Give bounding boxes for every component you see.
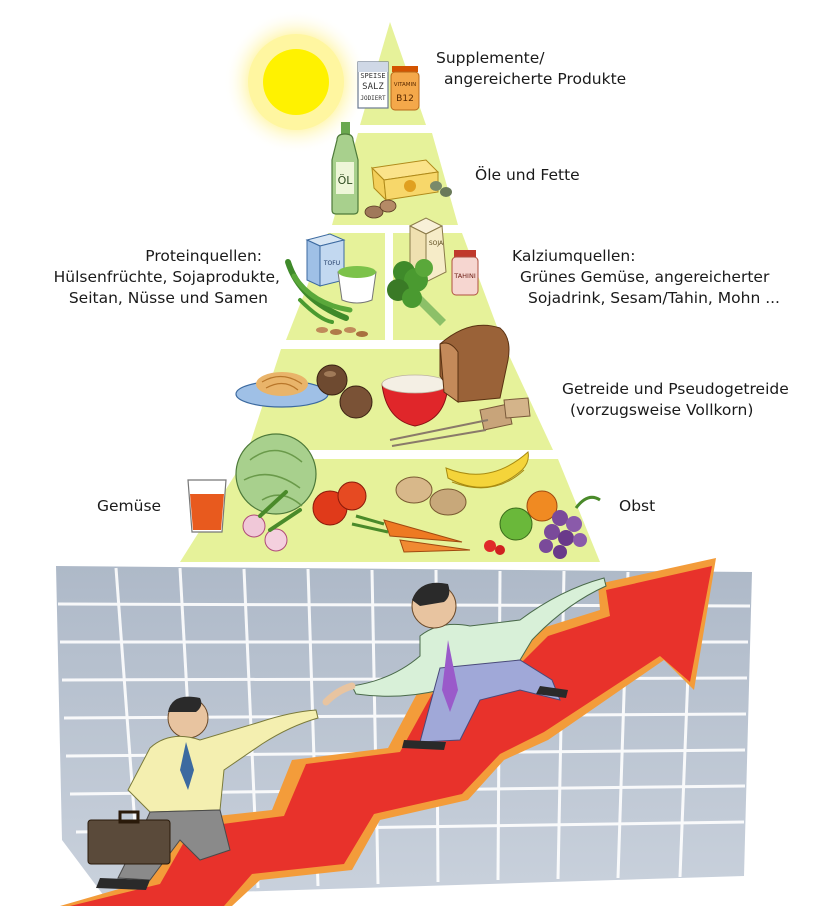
grapes-icon [539, 495, 601, 559]
radishes-icon [242, 490, 302, 552]
bread-loaf-icon [439, 324, 510, 403]
label-protein-line-1: Proteinquellen: [145, 247, 262, 265]
oil-bottle-text: ÖL [338, 174, 354, 187]
nuts-icon [364, 181, 452, 219]
legumes-icon [316, 327, 368, 337]
label-grains-line-2: (vorzugsweise Vollkorn) [570, 401, 754, 419]
label-supplements: Supplemente/ angereicherte Produkte [436, 48, 626, 90]
tahini-jar-icon: TAHINI [451, 250, 479, 296]
label-calcium: Kalziumquellen: Grünes Gemüse, angereich… [512, 246, 780, 309]
tier-protein [286, 233, 385, 340]
tofu-box-text: TOFU [323, 260, 340, 267]
label-vegetables-line-1: Gemüse [97, 497, 162, 515]
label-calcium-line-3: Sojadrink, Sesam/Tahin, Mohn ... [528, 289, 780, 307]
soy-carton-text: SOJA [429, 240, 444, 247]
label-protein-line-2: Hülsenfrüchte, Sojaprodukte, [53, 268, 280, 286]
cabbage-icon [235, 433, 317, 515]
juice-glass-icon [187, 479, 227, 533]
chestnuts-icon [316, 364, 373, 419]
potatoes-icon [395, 476, 467, 516]
margarine-tub-icon [370, 159, 440, 202]
tomatoes-icon [312, 481, 367, 526]
label-grains: Getreide und Pseudogetreide (vorzugsweis… [562, 379, 789, 421]
rising-arrow [60, 558, 716, 906]
orange-apple-icon [484, 490, 558, 555]
label-protein: Proteinquellen: Hülsenfrüchte, Sojaprodu… [18, 246, 280, 309]
label-protein-line-3: Seitan, Nüsse und Samen [68, 289, 268, 307]
salt-box-text-3: JODIERT [360, 95, 386, 102]
broccoli-icon [387, 259, 446, 326]
carrots-icon [351, 514, 471, 553]
vitamin-jar-text-2: B12 [396, 94, 414, 104]
vitamin-jar-text-1: VITAMIN [394, 82, 417, 88]
businessman-upper [322, 577, 607, 750]
bananas-icon [445, 451, 529, 489]
label-fruit-line-1: Obst [619, 497, 656, 515]
salt-box-text-1: SPEISE [360, 72, 385, 80]
label-oils: Öle und Fette [475, 165, 580, 186]
salt-box-icon: SPEISE SALZ JODIERT [357, 61, 389, 109]
label-grains-line-1: Getreide und Pseudogetreide [562, 380, 789, 398]
label-vegetables: Gemüse [97, 496, 161, 517]
salt-box-text-2: SALZ [362, 82, 384, 92]
peas-bowl-icon [337, 266, 377, 304]
tahini-jar-text: TAHINI [453, 272, 476, 280]
green-beans-icon [285, 259, 353, 324]
spaghetti-plate-icon [235, 372, 329, 408]
businessman-lower [87, 696, 319, 890]
sun [224, 10, 368, 154]
label-oils-line-1: Öle und Fette [475, 166, 580, 184]
label-calcium-line-2: Grünes Gemüse, angereicherter [520, 268, 770, 286]
label-fruit: Obst [619, 496, 655, 517]
crackers-icon [389, 397, 531, 447]
rice-bowl-icon [381, 374, 449, 427]
label-supplements-line-2: angereicherte Produkte [444, 70, 627, 88]
vitamin-jar-icon: VITAMIN B12 [390, 66, 420, 111]
oil-bottle-icon: ÖL [331, 122, 359, 215]
label-supplements-line-1: Supplemente/ [436, 49, 545, 67]
label-calcium-line-1: Kalziumquellen: [512, 247, 636, 265]
